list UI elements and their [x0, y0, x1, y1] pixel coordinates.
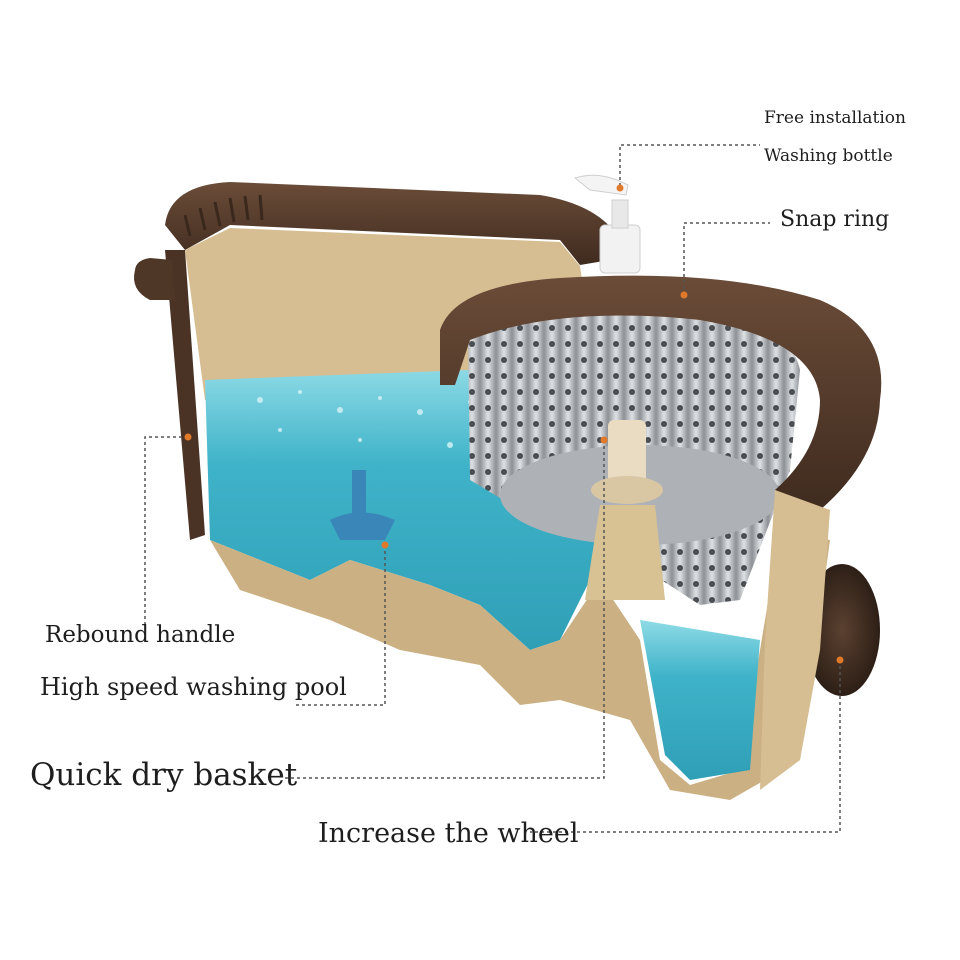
- rim-grip-ribs: [183, 194, 264, 237]
- leader-wheel: [530, 660, 841, 833]
- basket-hub-base: [591, 476, 663, 504]
- washing-bottle: [573, 174, 641, 274]
- leader-quick-dry-basket: [282, 440, 605, 779]
- label-quick-dry-basket: Quick dry basket: [30, 757, 298, 793]
- leader-dots: [184, 184, 844, 664]
- rebound-handle: [134, 258, 175, 300]
- label-snap-ring: Snap ring: [780, 207, 890, 232]
- dot-wheel: [836, 656, 844, 664]
- bucket-left-wall: [165, 250, 205, 540]
- label-washing-bottle: Washing bottle: [764, 146, 893, 166]
- leader-rebound-handle: [144, 436, 188, 625]
- dot-rebound-handle: [184, 433, 192, 441]
- snap-ring: [440, 275, 882, 510]
- bucket-base: [210, 530, 830, 800]
- basket-support: [585, 505, 665, 600]
- leader-lines: [144, 144, 841, 833]
- pool-spinner: [330, 512, 395, 540]
- right-pool-water: [640, 620, 760, 780]
- label-increase-the-wheel: Increase the wheel: [318, 818, 579, 849]
- dot-snap-ring: [680, 291, 688, 299]
- label-rebound-handle: Rebound handle: [45, 622, 236, 648]
- bucket-right-wall: [760, 490, 830, 790]
- leader-snap-ring: [683, 222, 770, 295]
- label-high-speed-washing-pool: High speed washing pool: [40, 673, 347, 701]
- leader-washing-bottle: [619, 144, 760, 186]
- dot-washing-pool: [381, 541, 389, 549]
- dot-quick-dry-basket: [600, 436, 608, 444]
- dot-washing-bottle: [616, 184, 624, 192]
- label-free-installation: Free installation: [764, 108, 906, 128]
- pool-spinner-post: [352, 470, 366, 525]
- basket-hub: [608, 420, 646, 490]
- bucket-back-rim: [165, 182, 640, 265]
